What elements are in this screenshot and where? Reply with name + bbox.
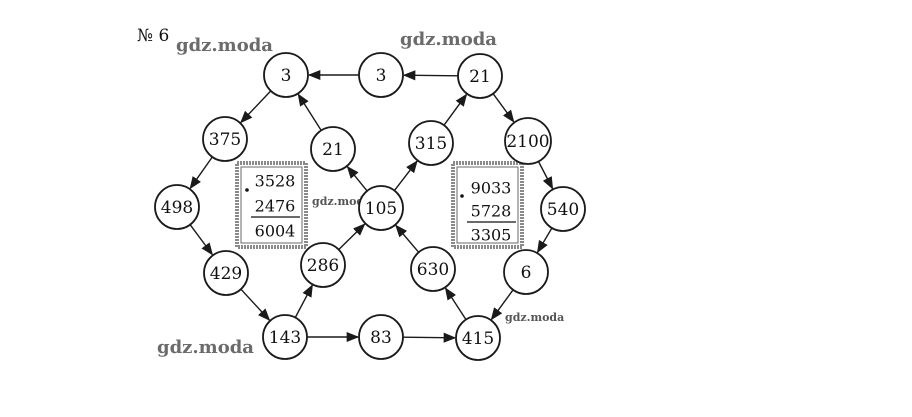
arrow-n_429-to-n_143 — [240, 288, 271, 322]
arrow-n_105-to-n_315 — [393, 160, 418, 192]
node-circle — [202, 116, 248, 162]
arrow-n_105-to-n_21_inner — [346, 165, 368, 192]
node-label: 2100 — [506, 132, 549, 152]
arrow-n_630-to-n_105 — [395, 224, 420, 253]
node-n_6: 6 — [503, 249, 549, 295]
arrow-n_498-to-n_429 — [189, 224, 214, 256]
node-label: 630 — [417, 260, 449, 280]
node-circle — [263, 52, 309, 98]
node-label: 498 — [161, 198, 193, 218]
subtraction-dot — [460, 194, 464, 198]
node-label: 143 — [269, 328, 301, 348]
node-n_21_inner: 21 — [310, 126, 356, 172]
node-n_top3_mid: 3 — [358, 52, 404, 98]
node-n_top21: 21 — [457, 53, 503, 99]
node-circle — [300, 242, 346, 288]
node-circle — [408, 120, 454, 166]
node-circle — [504, 117, 552, 165]
node-n_286: 286 — [300, 242, 346, 288]
node-n_top3_left: 3 — [263, 52, 309, 98]
edges-layer — [189, 69, 554, 343]
node-label: 540 — [547, 200, 579, 220]
node-circle — [540, 186, 586, 232]
calc-left-operand1: 3528 — [255, 172, 296, 191]
node-label: 286 — [307, 256, 339, 276]
node-label: 6 — [521, 263, 532, 283]
node-n_429: 429 — [203, 250, 249, 296]
node-circle — [455, 315, 501, 361]
node-circle — [358, 52, 404, 98]
watermark-bottom-left: gdz.moda — [157, 337, 254, 358]
node-circle — [310, 126, 356, 172]
task-number-label: № 6 — [137, 26, 169, 46]
node-n_2100: 2100 — [504, 117, 552, 165]
node-circle — [457, 53, 503, 99]
node-n_375: 375 — [202, 116, 248, 162]
arrow-n_286-to-n_105 — [338, 223, 366, 251]
node-n_143: 143 — [262, 314, 308, 360]
calc-right-result: 3305 — [471, 226, 512, 245]
node-label: 21 — [469, 67, 491, 87]
watermark-top-left: gdz.moda — [176, 35, 273, 56]
arrow-n_top21-to-n_top3_mid — [402, 70, 459, 81]
subtraction-dot — [245, 188, 249, 192]
arrow-n_2100-to-n_540 — [537, 161, 554, 190]
watermark-center: gdz.moda — [312, 195, 371, 208]
arrow-n_6-to-n_415 — [490, 289, 514, 321]
nodes-layer: 3 3 21 375 21 315 2100 498 105 540 429 286 630 6 143 83… — [154, 52, 586, 361]
node-n_630: 630 — [410, 246, 456, 292]
arrow-n_415-to-n_630 — [444, 287, 467, 320]
calc-right-operand1: 9033 — [471, 179, 512, 198]
node-circle — [358, 185, 404, 231]
node-label: 3 — [281, 66, 292, 86]
node-circle — [410, 246, 456, 292]
calc-right-operand2: 5728 — [471, 202, 512, 221]
node-circle — [154, 184, 200, 230]
calc-left-result: 6004 — [255, 222, 296, 241]
node-label: 375 — [209, 130, 241, 150]
node-n_540: 540 — [540, 186, 586, 232]
node-label: 429 — [210, 264, 242, 284]
node-n_105: 105 — [358, 185, 404, 231]
node-n_415: 415 — [455, 315, 501, 361]
node-label: 105 — [365, 199, 397, 219]
node-n_83: 83 — [358, 314, 404, 360]
calculation-box-right: 9033 5728 3305 — [451, 161, 524, 249]
node-label: 21 — [322, 140, 344, 160]
watermark-bottom-right: gdz.moda — [505, 311, 564, 324]
arrow-n_83-to-n_415 — [402, 332, 457, 343]
watermark-top-right: gdz.moda — [400, 29, 497, 50]
arrow-n_top21-to-n_2100 — [492, 93, 515, 123]
arrow-n_143-to-n_286 — [294, 284, 313, 318]
node-label: 315 — [415, 134, 447, 154]
node-circle — [503, 249, 549, 295]
calc-left-operand2: 2476 — [255, 197, 296, 216]
node-circle — [262, 314, 308, 360]
node-label: 83 — [370, 328, 392, 348]
node-label: 415 — [462, 329, 494, 349]
node-n_498: 498 — [154, 184, 200, 230]
calculation-box-left: 3528 2476 6004 — [235, 161, 308, 249]
arrow-n_315-to-n_top21 — [443, 93, 468, 126]
arrow-n_21_inner-to-n_top3_left — [297, 93, 322, 131]
node-circle — [358, 314, 404, 360]
node-n_315: 315 — [408, 120, 454, 166]
arrow-n_540-to-n_6 — [536, 227, 553, 254]
node-label: 3 — [376, 66, 387, 86]
arrow-n_375-to-n_498 — [189, 156, 213, 190]
arrow-n_top3_left-to-n_375 — [240, 90, 272, 124]
node-circle — [203, 250, 249, 296]
